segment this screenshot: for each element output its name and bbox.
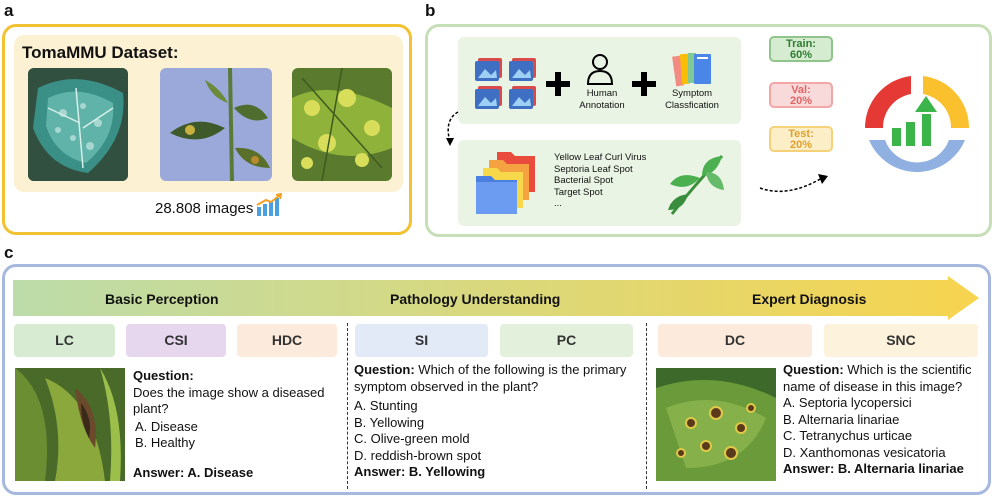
split-train-label: Train:: [786, 38, 816, 50]
question-label: Question:: [783, 362, 844, 377]
disease-item: Bacterial Spot: [554, 175, 614, 186]
human-annotation-label: Human Annotation: [579, 88, 625, 111]
split-val-label: Val:: [791, 84, 811, 96]
option: B. Healthy: [135, 435, 195, 450]
stage-pathology-understanding: Pathology Understanding: [390, 291, 561, 307]
qa-block-2: Question: Which of the following is the …: [354, 362, 642, 481]
stage-expert-diagnosis: Expert Diagnosis: [752, 291, 867, 307]
stage-arrow: [13, 276, 981, 325]
task-lc: LC: [14, 324, 115, 357]
curved-arrow-icon: [758, 168, 830, 199]
image-count: 28.808 images: [155, 200, 254, 217]
curved-arrow-icon: [442, 110, 464, 155]
folders-icon: [672, 50, 714, 93]
symptom-classification-label: Symptom Classfication: [665, 88, 719, 111]
option: B. Alternaria linariae: [783, 411, 900, 427]
question-text: Does the image show a diseased plant?: [133, 384, 325, 417]
growth-chart-icon: [256, 192, 283, 222]
task-si: SI: [355, 324, 488, 357]
section-divider: [646, 323, 647, 489]
option: A. Stunting: [354, 398, 418, 413]
split-train-value: 60%: [789, 49, 813, 61]
panel-label-b: b: [425, 1, 436, 20]
plus-icon: [546, 72, 570, 101]
task-dc: DC: [658, 324, 812, 357]
person-icon: [586, 53, 614, 90]
task-snc: SNC: [824, 324, 978, 357]
answer-text: Answer: B. Yellowing: [354, 464, 486, 479]
split-test-value: 20%: [789, 139, 813, 151]
qa-block-1: Question: Does the image show a diseased…: [133, 368, 343, 480]
images-icon: [475, 55, 537, 116]
disease-item: Yellow Leaf Curl Virus: [554, 152, 647, 163]
leaf-photo-curl: [292, 68, 392, 181]
split-test-label: Test:: [788, 128, 814, 140]
split-val: Val: 20%: [769, 82, 833, 108]
disease-item: Target Spot: [554, 186, 603, 198]
question-label: Question:: [354, 362, 415, 377]
panel-label-a: a: [4, 1, 14, 20]
answer-text: Answer: B. Alternaria linariae: [783, 461, 964, 476]
question-label: Question:: [133, 368, 194, 383]
task-pc: PC: [500, 324, 633, 357]
option: C. Tetranychus urticae: [783, 428, 913, 443]
question-text: Which of the following is the primary sy…: [354, 362, 627, 394]
stage-basic-perception: Basic Perception: [105, 291, 219, 307]
split-val-value: 20%: [789, 95, 813, 107]
leaf-photo-spots: [656, 368, 776, 481]
leaf-photo-mosaic: [28, 68, 128, 181]
section-divider: [347, 323, 348, 489]
question-text: Which is the scientific name of disease …: [783, 362, 972, 394]
option: C. Olive-green mold: [354, 431, 470, 446]
option: B. Yellowing: [354, 414, 425, 430]
option: A. Disease: [135, 418, 198, 434]
leaf-photo-wilt: [160, 68, 272, 181]
panel-c: [2, 264, 991, 495]
disease-item: ...: [554, 198, 562, 209]
option: D. reddish-brown spot: [354, 447, 482, 463]
task-csi: CSI: [126, 324, 226, 357]
panel-b: [425, 24, 992, 237]
panel-a: [2, 24, 412, 235]
answer-text: Answer: A. Disease: [133, 465, 254, 480]
disease-list: Yellow Leaf Curl Virus Septoria Leaf Spo…: [554, 152, 646, 210]
option: D. Xanthomonas vesicatoria: [783, 444, 946, 460]
plus-icon: [632, 72, 656, 101]
dataset-title: TomaMMU Dataset:: [22, 43, 179, 62]
disease-item: Septoria Leaf Spot: [554, 163, 633, 175]
option: A. Septoria lycopersici: [783, 395, 912, 410]
task-hdc: HDC: [237, 324, 337, 357]
sprout-icon: [662, 148, 728, 223]
split-train: Train: 60%: [769, 36, 833, 62]
folder-stack-icon: [475, 150, 537, 221]
qa-block-3: Question: Which is the scientific name o…: [783, 362, 988, 478]
leaf-photo-diseased: [15, 368, 125, 481]
analytics-ring-icon: [855, 66, 979, 195]
panel-label-c: c: [4, 243, 14, 262]
split-test: Test: 20%: [769, 126, 833, 152]
